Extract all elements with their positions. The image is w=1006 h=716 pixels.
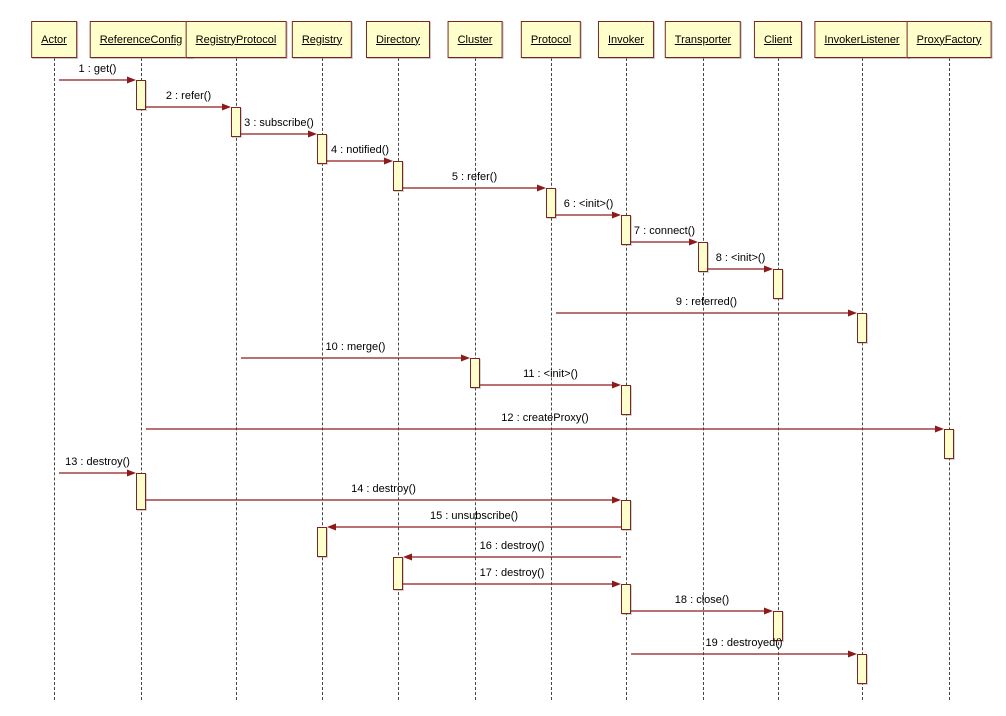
- participant-invoker: Invoker: [597, 21, 655, 58]
- message-label-14: 14 : destroy(): [351, 483, 416, 495]
- lifeline-directory: [398, 58, 399, 700]
- message-label-11: 11 : <init>(): [523, 368, 578, 380]
- message-arrowhead-19: [848, 650, 857, 658]
- participant-label: Invoker: [607, 33, 645, 46]
- message-arrowhead-4: [384, 157, 393, 165]
- participant-label: Actor: [41, 33, 67, 46]
- activation-referenceconfig-13: [136, 473, 146, 510]
- participant-directory: Directory: [365, 21, 431, 58]
- message-label-12: 12 : createProxy(): [501, 412, 589, 424]
- participant-label: Transporter: [674, 33, 732, 46]
- activation-referenceconfig-1: [136, 80, 146, 110]
- activation-invoker-6: [621, 215, 631, 245]
- message-arrowhead-16: [403, 553, 412, 561]
- participant-transporter: Transporter: [664, 21, 742, 58]
- message-label-4: 4 : notified(): [330, 144, 390, 156]
- message-arrowhead-13: [127, 469, 136, 477]
- lifeline-invoker: [626, 58, 627, 700]
- lifeline-actor: [54, 58, 55, 700]
- message-arrowhead-7: [689, 238, 698, 246]
- activation-registry-15: [317, 527, 327, 557]
- message-label-9: 9 : referred(): [675, 296, 738, 308]
- activation-protocol-5: [546, 188, 556, 218]
- message-arrowhead-14: [612, 496, 621, 504]
- participant-label: RegistryProtocol: [195, 33, 277, 46]
- message-arrowhead-17: [612, 580, 621, 588]
- message-label-7: 7 : connect(): [633, 225, 696, 237]
- message-label-18: 18 : close(): [674, 594, 730, 606]
- message-arrowhead-15: [327, 523, 336, 531]
- participant-label: ReferenceConfig: [99, 33, 183, 46]
- activation-invoker-17: [621, 584, 631, 614]
- message-arrowhead-10: [461, 354, 470, 362]
- participant-label: Directory: [375, 33, 421, 46]
- participant-referenceconfig: ReferenceConfig: [89, 21, 193, 58]
- participant-cluster: Cluster: [447, 21, 503, 58]
- participant-label: Client: [763, 33, 793, 46]
- activation-invoker-14: [621, 500, 631, 530]
- message-label-3: 3 : subscribe(): [244, 117, 314, 129]
- participant-proxyfactory: ProxyFactory: [906, 21, 992, 58]
- lifeline-client: [778, 58, 779, 700]
- message-label-6: 6 : <init>(): [563, 198, 614, 210]
- message-label-2: 2 : refer(): [165, 90, 212, 102]
- lifeline-registry: [322, 58, 323, 700]
- lifeline-transporter: [703, 58, 704, 700]
- message-arrowhead-11: [612, 381, 621, 389]
- message-arrowhead-2: [222, 103, 231, 111]
- activation-invokerlistener-9: [857, 313, 867, 343]
- message-label-10: 10 : merge(): [325, 341, 386, 353]
- message-arrowhead-6: [612, 211, 621, 219]
- activation-registryprotocol-2: [231, 107, 241, 137]
- message-label-16: 16 : destroy(): [479, 540, 545, 552]
- lifeline-invokerlistener: [862, 58, 863, 700]
- message-label-8: 8 : <init>(): [715, 252, 766, 264]
- lifeline-referenceconfig: [141, 58, 142, 700]
- participant-client: Client: [753, 21, 803, 58]
- message-arrowhead-9: [848, 309, 857, 317]
- participant-protocol: Protocol: [520, 21, 582, 58]
- message-arrowhead-1: [127, 76, 136, 84]
- participant-label: InvokerListener: [824, 33, 900, 46]
- message-label-15: 15 : unsubscribe(): [429, 510, 519, 522]
- message-arrowhead-12: [935, 425, 944, 433]
- activation-invoker-11: [621, 385, 631, 415]
- activation-cluster-10: [470, 358, 480, 388]
- participant-actor: Actor: [31, 21, 77, 58]
- activation-directory-4: [393, 161, 403, 191]
- message-label-5: 5 : refer(): [451, 171, 498, 183]
- activation-proxyfactory-12: [944, 429, 954, 459]
- message-arrowhead-5: [537, 184, 546, 192]
- activation-transporter-7: [698, 242, 708, 272]
- message-arrowhead-3: [308, 130, 317, 138]
- participant-label: Protocol: [530, 33, 572, 46]
- message-arrowhead-8: [764, 265, 773, 273]
- participant-registryprotocol: RegistryProtocol: [185, 21, 287, 58]
- activation-invokerlistener-19: [857, 654, 867, 684]
- participant-registry: Registry: [291, 21, 353, 58]
- activation-client-18: [773, 611, 783, 641]
- participant-invokerlistener: InvokerListener: [814, 21, 910, 58]
- participant-label: ProxyFactory: [916, 33, 982, 46]
- participant-label: Registry: [301, 33, 343, 46]
- activation-client-8: [773, 269, 783, 299]
- lifeline-proxyfactory: [949, 58, 950, 700]
- lifeline-registryprotocol: [236, 58, 237, 700]
- activation-directory-16: [393, 557, 403, 590]
- message-label-13: 13 : destroy(): [65, 456, 130, 468]
- message-label-1: 1 : get(): [78, 63, 117, 75]
- message-arrowhead-18: [764, 607, 773, 615]
- lifeline-protocol: [551, 58, 552, 700]
- activation-registry-3: [317, 134, 327, 164]
- message-label-19: 19 : destroyed(): [705, 637, 783, 649]
- participant-label: Cluster: [457, 33, 493, 46]
- message-label-17: 17 : destroy(): [479, 567, 545, 579]
